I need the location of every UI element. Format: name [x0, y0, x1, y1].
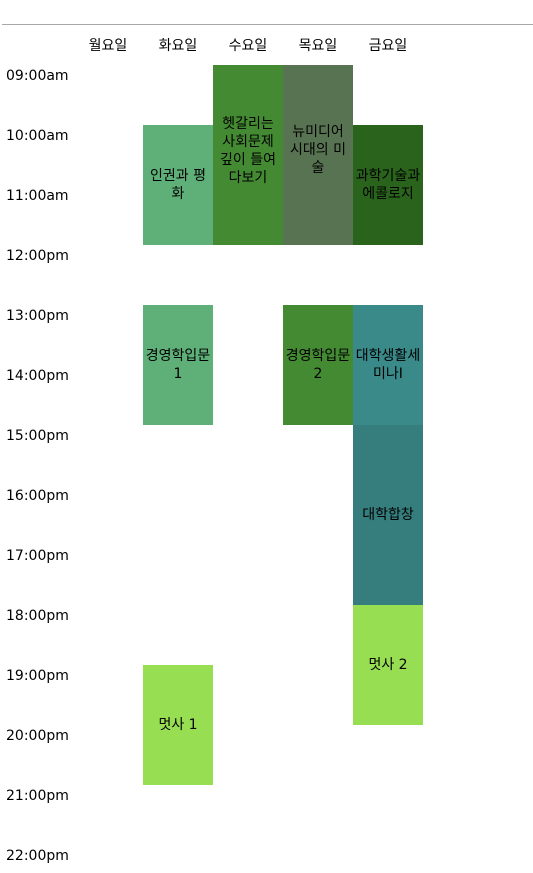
course-block-likelion-1[interactable]: 멋사 1: [143, 665, 213, 785]
course-block-likelion-2[interactable]: 멋사 2: [353, 605, 423, 725]
day-header-tue: 화요일: [158, 38, 198, 54]
time-label: 10:00am: [6, 128, 69, 144]
course-block-business-intro-1[interactable]: 경영학입문1: [143, 305, 213, 425]
day-header-mon: 월요일: [88, 38, 128, 54]
time-label: 18:00pm: [6, 608, 69, 624]
time-label: 16:00pm: [6, 488, 69, 504]
day-header-wed: 수요일: [228, 38, 268, 54]
time-label: 14:00pm: [6, 368, 69, 384]
day-header-fri: 금요일: [368, 38, 408, 54]
time-label: 09:00am: [6, 68, 69, 84]
time-label: 20:00pm: [6, 728, 69, 744]
day-header-thu: 목요일: [298, 38, 338, 54]
course-block-business-intro-2[interactable]: 경영학입문2: [283, 305, 353, 425]
time-label: 17:00pm: [6, 548, 69, 564]
time-label: 15:00pm: [6, 428, 69, 444]
time-label: 11:00am: [6, 188, 69, 204]
course-block-college-life-seminar[interactable]: 대학생활세미나I: [353, 305, 423, 425]
course-block-human-rights[interactable]: 인권과 평화: [143, 125, 213, 245]
time-label: 21:00pm: [6, 788, 69, 804]
course-block-science-ecology[interactable]: 과학기술과 에콜로지: [353, 125, 423, 245]
course-block-social-issues[interactable]: 헷갈리는 사회문제 깊이 들여다보기: [213, 65, 283, 245]
course-block-new-media-art[interactable]: 뉴미디어 시대의 미술: [283, 65, 353, 245]
time-label: 12:00pm: [6, 248, 69, 264]
time-label: 19:00pm: [6, 668, 69, 684]
time-label: 13:00pm: [6, 308, 69, 324]
top-divider: [2, 24, 533, 25]
course-block-choir[interactable]: 대학합창: [353, 425, 423, 605]
time-label: 22:00pm: [6, 848, 69, 864]
